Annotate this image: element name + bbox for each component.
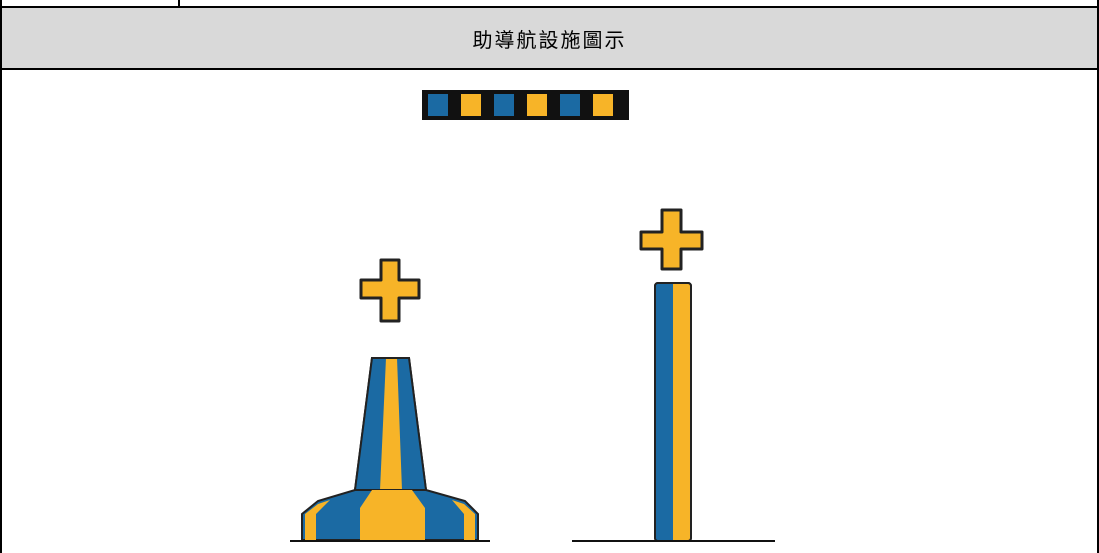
top-row [0, 0, 1099, 7]
section-header: 助導航設施圖示 [0, 6, 1099, 70]
left-border [0, 0, 2, 553]
header-title: 助導航設施圖示 [472, 27, 627, 52]
figure-area [0, 70, 1099, 553]
band-yellow-3 [593, 94, 613, 116]
band-blue-1 [428, 94, 448, 116]
conical-buoy-icon [290, 357, 490, 542]
band-yellow-1 [461, 94, 481, 116]
color-pattern-band-icon [422, 90, 629, 120]
figure-svg [290, 90, 775, 542]
right-border [1097, 0, 1099, 553]
column-divider [178, 0, 180, 7]
pillar-beacon-icon [572, 282, 775, 542]
cross-topmark-icon [359, 258, 421, 323]
band-blue-3 [560, 94, 580, 116]
cross-topmark-icon [639, 208, 704, 271]
band-yellow-2 [527, 94, 547, 116]
band-blue-2 [494, 94, 514, 116]
